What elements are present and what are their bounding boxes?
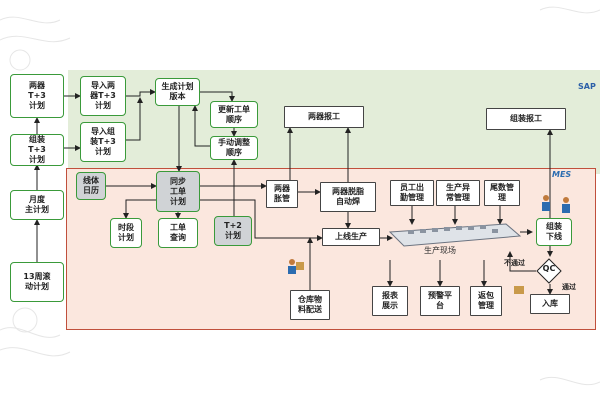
stock-in-box[interactable]: 入库 [530, 294, 570, 314]
monthly-master-plan-box[interactable]: 月度 主计划 [10, 190, 64, 220]
production-floor-label: 生产现场 [424, 246, 456, 255]
line-calendar-box[interactable]: 线体 日历 [76, 172, 106, 200]
report-display-box[interactable]: 报表 展示 [372, 286, 408, 316]
qc-label: QC [542, 264, 556, 273]
assembly-report-box[interactable]: 组装报工 [486, 108, 566, 130]
sync-order-plan-box[interactable]: 同步 工单 计划 [156, 171, 200, 212]
t2-plan-box[interactable]: T+2 计划 [214, 216, 252, 246]
rolling-13-week-plan-box[interactable]: 13周滚 动计划 [10, 262, 64, 302]
two-device-degrease-weld-box[interactable]: 两器脱脂 自动焊 [320, 182, 376, 212]
two-device-t3-plan-box[interactable]: 两器 T+3 计划 [10, 74, 64, 118]
manual-adjust-sequence-box[interactable]: 手动调整 顺序 [210, 136, 258, 160]
worker-icons [288, 195, 570, 294]
mes-label: MES [552, 170, 572, 179]
two-device-tube-expansion-box[interactable]: 两器 胀管 [266, 180, 298, 208]
sap-label: SAP [578, 82, 596, 91]
time-slot-plan-box[interactable]: 时段 计划 [110, 218, 142, 248]
warning-platform-box[interactable]: 预警平 台 [420, 286, 460, 316]
qc-decision-diamond [536, 258, 562, 284]
order-query-box[interactable]: 工单 查询 [158, 218, 198, 248]
generate-plan-version-box[interactable]: 生成计划 版本 [155, 78, 200, 106]
import-two-device-plan-box[interactable]: 导入两 器T+3 计划 [80, 76, 126, 116]
warehouse-delivery-box[interactable]: 仓库物 料配送 [290, 290, 330, 320]
fail-label: 不通过 [504, 259, 525, 267]
staff-attendance-box[interactable]: 员工出 勤管理 [390, 180, 434, 206]
two-device-report-box[interactable]: 两器报工 [284, 106, 364, 128]
pass-label: 通过 [562, 283, 576, 291]
assembly-t3-plan-box[interactable]: 组装 T+3 计划 [10, 134, 64, 166]
update-order-sequence-box[interactable]: 更新工单 顺序 [210, 101, 258, 128]
package-mgmt-box[interactable]: 返包 管理 [470, 286, 502, 316]
assembly-offline-box[interactable]: 组装 下线 [536, 218, 572, 246]
tail-number-mgmt-box[interactable]: 尾数管 理 [484, 180, 520, 206]
production-exception-box[interactable]: 生产异 常管理 [436, 180, 480, 206]
production-floor-illustration [388, 223, 522, 247]
go-online-production-box[interactable]: 上线生产 [322, 228, 380, 246]
import-assembly-plan-box[interactable]: 导入组 装T+3 计划 [80, 122, 126, 162]
